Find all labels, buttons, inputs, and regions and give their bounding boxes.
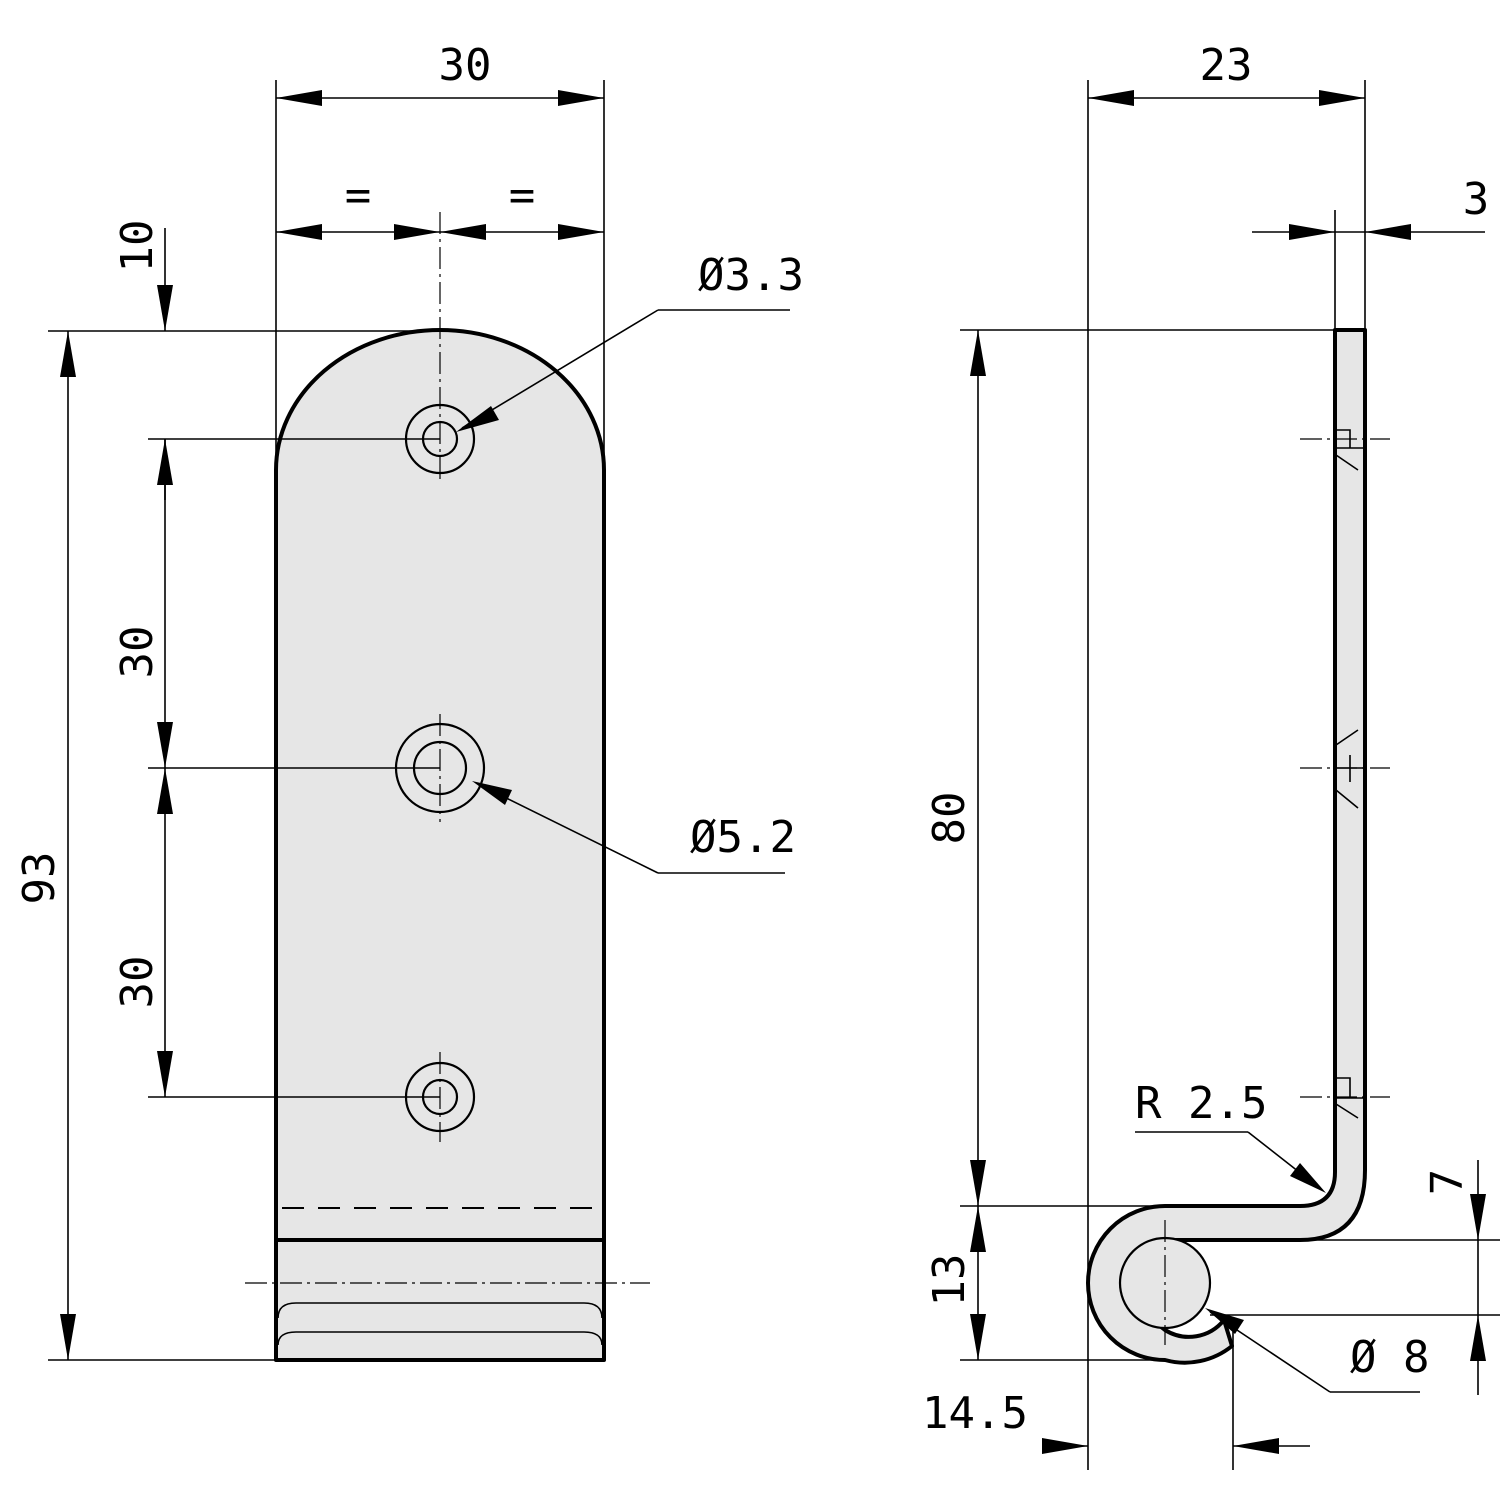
dim-hole-spacing-upper: 30 — [112, 439, 173, 768]
countersink-lower — [1335, 1077, 1365, 1119]
hole-spacing-lower-label: 30 — [112, 956, 163, 1009]
leader-small-hole: Ø3.3 — [456, 250, 804, 432]
dim-straight-80: 80 — [924, 330, 986, 1206]
hook-height-label: 13 — [924, 1254, 975, 1307]
dim-offset-14.5: 14.5 — [922, 1388, 1310, 1454]
dim-top-offset-10: 10 — [112, 220, 173, 500]
thickness-label: 3 — [1463, 174, 1490, 225]
countersink-upper — [1335, 429, 1365, 471]
bend-radius-label: R 2.5 — [1135, 1078, 1267, 1129]
leader-pin-diameter: Ø 8 — [1205, 1308, 1429, 1393]
dim-equal-split: = = — [276, 170, 604, 240]
equal-right-label: = — [509, 170, 536, 221]
dim-thickness-3: 3 — [1252, 174, 1489, 240]
roll-curve-lower — [277, 1331, 603, 1346]
leader-bend-radius: R 2.5 — [1135, 1078, 1326, 1193]
dim-width-label: 30 — [439, 40, 492, 91]
straight-length-label: 80 — [924, 792, 975, 845]
side-profile — [1086, 328, 1367, 1365]
overall-length-label: 93 — [14, 852, 65, 905]
top-offset-label: 10 — [112, 220, 163, 273]
plate-outline — [274, 328, 606, 1362]
dim-overall-93: 93 — [14, 331, 76, 1360]
leader-large-hole: Ø5.2 — [472, 781, 796, 874]
pin-diameter-label: Ø 8 — [1350, 1332, 1429, 1383]
dim-hook-13: 13 — [924, 1206, 986, 1360]
hole-spacing-upper-label: 30 — [112, 626, 163, 679]
dim-hole-spacing-lower: 30 — [112, 768, 173, 1097]
large-hole-diameter-label: Ø5.2 — [690, 812, 796, 863]
side-view: 23 3 80 13 7 — [922, 40, 1500, 1470]
front-view: 30 = = 10 30 — [14, 40, 804, 1362]
small-hole-diameter-label: Ø3.3 — [698, 250, 804, 301]
dim-width-30: 30 — [276, 40, 604, 106]
roll-curve-upper — [277, 1302, 603, 1319]
equal-left-label: = — [345, 170, 372, 221]
dim-gap-7: 7 — [1422, 1160, 1486, 1395]
overall-depth-label: 23 — [1200, 40, 1253, 91]
hook-offset-label: 14.5 — [922, 1388, 1028, 1439]
gap-label: 7 — [1422, 1169, 1473, 1196]
dim-depth-23: 23 — [1088, 40, 1365, 106]
